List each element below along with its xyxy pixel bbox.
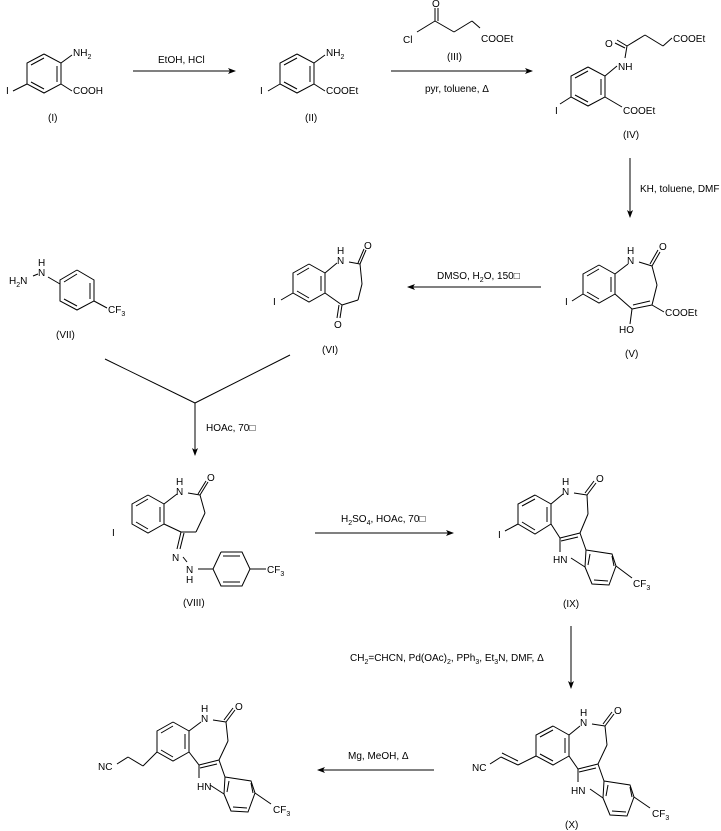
nh-h-label: H xyxy=(38,258,45,269)
compound-IV: O COOEt NH COOEt I (IV) xyxy=(555,34,705,141)
compound-label-IX: (IX) xyxy=(563,599,579,610)
ester-label: COOEt xyxy=(623,106,655,117)
trifluoromethyl-label: CF3 xyxy=(267,565,284,578)
conditions-1: EtOH, HCl xyxy=(158,55,205,66)
carbonyl-o: O xyxy=(659,242,667,253)
conditions-8: Mg, MeOH, Δ xyxy=(348,751,409,762)
compound-label-I: (I) xyxy=(48,113,57,124)
convergent-arrow xyxy=(104,354,291,456)
conditions-3: KH, toluene, DMF xyxy=(640,184,719,195)
compound-V: H N O I HO COOEt (V) xyxy=(565,242,697,360)
compound-VII: H2N H N CF3 (VII) xyxy=(9,258,125,341)
hydrazone-n-label: N xyxy=(172,553,179,564)
trifluoromethyl-label: CF3 xyxy=(108,305,125,318)
conditions-5: HOAc, 70□ xyxy=(206,423,255,434)
compound-VIII: H N O I N N H CF3 (VIII) xyxy=(112,473,284,609)
amide-nh-label: NH xyxy=(618,62,632,73)
nh-n-label: N xyxy=(176,487,183,498)
ester-label: COOEt xyxy=(665,308,697,319)
hydrazone-nh-n-label: N xyxy=(186,565,193,576)
conditions-2: pyr, toluene, Δ xyxy=(425,84,489,95)
ester-label: COOEt xyxy=(326,86,358,97)
acid-label: COOH xyxy=(73,86,103,97)
nh-n-label: N xyxy=(201,714,208,725)
chloro-label: Cl xyxy=(403,35,412,46)
nh-h-label: H xyxy=(176,477,183,488)
compound-IX: H N O I HN CF3 (IX) xyxy=(498,474,650,610)
conditions-7: CH2=CHCN, Pd(OAc)2, PPh3, Et3N, DMF, Δ xyxy=(350,653,544,666)
compound-II: NH2 COOEt I (II) xyxy=(260,48,358,124)
compound-label-V: (V) xyxy=(625,349,638,360)
compound-label-X: (X) xyxy=(565,820,578,831)
ester-label: COOEt xyxy=(673,34,705,45)
carbonyl-o: O xyxy=(614,706,622,717)
amine-label: NH2 xyxy=(73,48,91,61)
nh-n-label: N xyxy=(38,268,45,279)
indole-nh-label: HN xyxy=(197,782,211,793)
iodo-label: I xyxy=(112,528,115,539)
amine-label: NH2 xyxy=(326,48,344,61)
compound-label-VI: (VI) xyxy=(322,345,338,356)
nh-n-label: N xyxy=(580,718,587,729)
iodo-label: I xyxy=(273,297,276,308)
iodo-label: I xyxy=(555,106,558,117)
carbonyl-o: O xyxy=(207,473,215,484)
nh-h-label: H xyxy=(201,704,208,715)
compound-I: NH2 COOH I (I) xyxy=(6,48,103,124)
nh-h-label: H xyxy=(627,246,634,257)
nitrile-label: NC xyxy=(472,763,486,774)
compound-label-II: (II) xyxy=(305,113,317,124)
hydroxy-label: HO xyxy=(619,325,634,336)
carbonyl-o: O xyxy=(364,241,372,252)
amine-label: H2N xyxy=(9,276,27,289)
hydrazone-nh-h-label: H xyxy=(186,575,193,586)
nh-h-label: H xyxy=(580,708,587,719)
compound-III: O Cl COOEt (III) xyxy=(403,0,513,63)
nh-h-label: H xyxy=(337,246,344,257)
ester-label: COOEt xyxy=(481,34,513,45)
trifluoromethyl-label: CF3 xyxy=(652,809,669,822)
ketone-o: O xyxy=(334,320,342,331)
conditions-4: DMSO, H2O, 150□ xyxy=(437,271,520,284)
nh-h-label: H xyxy=(562,477,569,488)
nitrile-label: NC xyxy=(98,762,112,773)
iodo-label: I xyxy=(260,86,263,97)
indole-nh-label: HN xyxy=(553,555,567,566)
compound-final-product: H N O NC HN CF3 xyxy=(98,702,290,818)
trifluoromethyl-label: CF3 xyxy=(273,805,290,818)
compound-label-III: (III) xyxy=(447,52,462,63)
compound-VI: H N O O I (VI) xyxy=(273,241,372,356)
nh-n-label: N xyxy=(337,256,344,267)
compound-label-VII: (VII) xyxy=(56,330,75,341)
compound-label-IV: (IV) xyxy=(623,130,639,141)
carbonyl-o: O xyxy=(596,474,604,485)
compound-X: H N O NC HN CF3 (X) xyxy=(472,706,669,831)
compound-label-VIII: (VIII) xyxy=(183,598,205,609)
iodo-label: I xyxy=(498,530,501,541)
carbonyl-o: O xyxy=(605,39,613,50)
conditions-6: H2SO4, HOAc, 70□ xyxy=(341,514,425,527)
carbonyl-o: O xyxy=(235,702,243,713)
nh-n-label: N xyxy=(562,487,569,498)
indole-nh-label: HN xyxy=(571,786,585,797)
benzene-ring xyxy=(12,53,73,94)
carbonyl-o: O xyxy=(432,0,440,10)
nh-n-label: N xyxy=(627,256,634,267)
iodo-label: I xyxy=(6,86,9,97)
trifluoromethyl-label: CF3 xyxy=(633,579,650,592)
iodo-label: I xyxy=(565,297,568,308)
